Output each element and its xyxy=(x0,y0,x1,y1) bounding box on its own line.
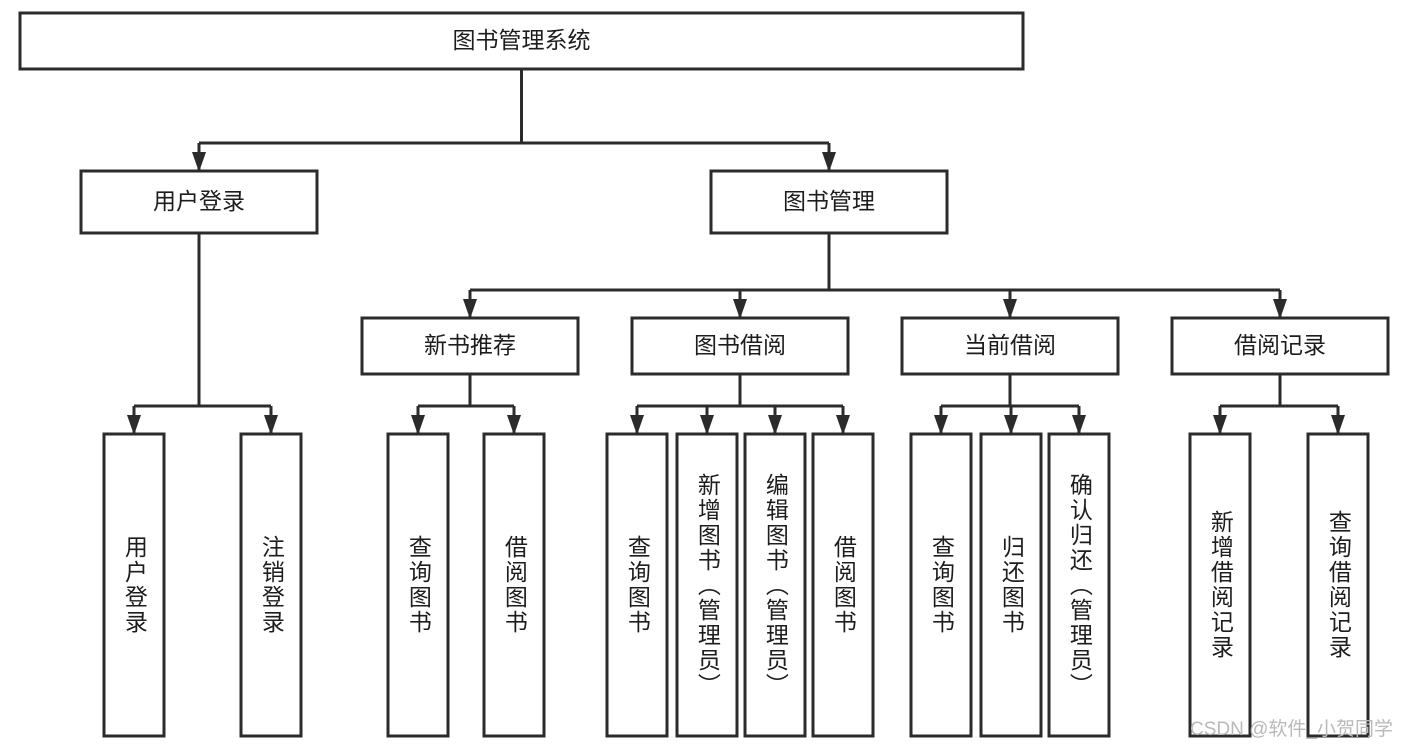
edge-arrowhead xyxy=(127,415,141,435)
node-box-l-query-book-3[interactable] xyxy=(909,432,973,738)
edge-arrowhead xyxy=(836,415,850,435)
node-label-root: 图书管理系统 xyxy=(453,27,591,53)
node-box-l-add-book[interactable] xyxy=(675,432,739,738)
node-box-l-confirm-return[interactable] xyxy=(1047,432,1111,738)
node-label-n-book-mgmt: 图书管理 xyxy=(783,188,875,214)
node-box-n-records[interactable] xyxy=(1170,316,1390,376)
edge-arrowhead xyxy=(733,299,747,319)
node-box-n-book-mgmt[interactable] xyxy=(709,169,949,235)
edge-arrowhead xyxy=(1072,415,1086,435)
edge-arrowhead xyxy=(1213,415,1227,435)
edge-arrowhead xyxy=(934,415,948,435)
node-box-l-user-login[interactable] xyxy=(102,432,166,738)
node-box-root[interactable] xyxy=(18,11,1025,71)
node-box-l-query-record[interactable] xyxy=(1306,432,1370,738)
node-box-l-borrow-book-2[interactable] xyxy=(811,432,875,738)
node-label-n-current: 当前借阅 xyxy=(964,332,1056,358)
node-box-l-logout[interactable] xyxy=(239,432,303,738)
node-box-l-edit-book[interactable] xyxy=(743,432,807,738)
node-box-n-user-login[interactable] xyxy=(79,169,319,235)
edge-arrowhead xyxy=(700,415,714,435)
node-label-n-borrow: 图书借阅 xyxy=(694,332,786,358)
watermark-text: CSDN @软件_小贺同学 xyxy=(1190,719,1393,740)
node-box-n-new-rec[interactable] xyxy=(360,316,580,376)
edge-arrowhead xyxy=(822,152,836,172)
node-label-n-records: 借阅记录 xyxy=(1234,332,1326,358)
node-label-n-new-rec: 新书推荐 xyxy=(424,332,516,358)
edge-arrowhead xyxy=(411,415,425,435)
edge-arrowhead xyxy=(1003,299,1017,319)
edge-arrowhead xyxy=(1273,299,1287,319)
node-box-n-borrow[interactable] xyxy=(630,316,850,376)
node-label-n-user-login: 用户登录 xyxy=(153,188,245,214)
node-box-l-borrow-book-1[interactable] xyxy=(482,432,546,738)
edge-arrowhead xyxy=(630,415,644,435)
edge-arrowhead xyxy=(192,152,206,172)
node-box-l-add-record[interactable] xyxy=(1188,432,1252,738)
node-box-n-current[interactable] xyxy=(900,316,1120,376)
node-box-l-query-book-2[interactable] xyxy=(605,432,669,738)
edge-arrowhead xyxy=(1331,415,1345,435)
edge-arrowhead xyxy=(768,415,782,435)
boxes-layer xyxy=(18,11,1390,738)
edge-arrowhead xyxy=(1004,415,1018,435)
edge-arrowhead xyxy=(463,299,477,319)
node-box-l-return-book[interactable] xyxy=(979,432,1043,738)
edge-arrowhead xyxy=(507,415,521,435)
edge-arrowhead xyxy=(264,415,278,435)
node-box-l-query-book-1[interactable] xyxy=(386,432,450,738)
edges-layer xyxy=(127,69,1345,435)
